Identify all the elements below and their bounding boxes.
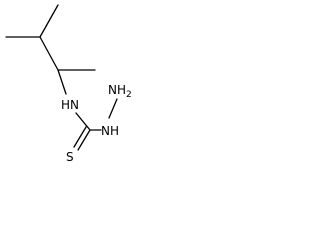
bond-nh-nh2 xyxy=(108,98,118,119)
bond-c-s-1 xyxy=(77,129,91,151)
bond-ch-nh xyxy=(57,69,67,95)
bond-nh-c xyxy=(75,112,91,131)
hydrazine-nh-label: NH xyxy=(101,124,119,138)
sulfur-label: S xyxy=(66,150,74,164)
bond-ch-ch xyxy=(39,36,59,71)
bond-c-s-2 xyxy=(73,126,87,148)
amine-nh-label: HN xyxy=(61,98,79,112)
thiosemicarbazide-structure: HN NH2 NH S xyxy=(5,4,132,164)
terminal-nh2-label: NH2 xyxy=(108,83,132,100)
nh2-subscript: 2 xyxy=(126,90,132,100)
bond-ch-ch3-top xyxy=(39,4,59,38)
